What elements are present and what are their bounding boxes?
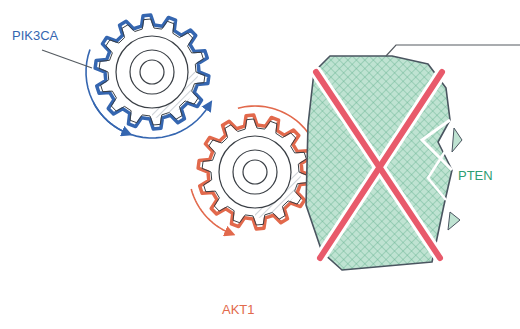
rotation-arrow xyxy=(86,49,209,138)
brake-pad-body xyxy=(306,56,452,270)
gear-ring xyxy=(140,60,164,84)
part-label: PTEN xyxy=(456,168,495,184)
gear-ring xyxy=(219,136,291,208)
cross-stroke xyxy=(320,72,442,258)
gear-hatch xyxy=(255,172,301,218)
leader-line xyxy=(386,45,520,56)
part-label: PIK3CA xyxy=(10,28,60,44)
rotation-arrow xyxy=(94,103,128,133)
gear-ring xyxy=(233,150,277,194)
gear-outline xyxy=(198,115,312,229)
rotation-arrow xyxy=(238,106,319,155)
part-label: AKT1 xyxy=(220,302,257,318)
fragment xyxy=(448,212,460,230)
fragment xyxy=(452,128,462,152)
crack xyxy=(428,150,446,200)
gear xyxy=(86,15,209,138)
brake-pad xyxy=(306,56,462,270)
gears xyxy=(86,15,319,233)
gear-inner-outline xyxy=(202,119,308,225)
leader-line xyxy=(42,50,92,68)
gear-outline xyxy=(95,15,209,129)
gear-ring xyxy=(116,36,188,108)
gear-ring xyxy=(130,50,174,94)
gear-ring xyxy=(243,160,267,184)
rotation-arrow xyxy=(191,189,230,233)
gear-inner-outline xyxy=(99,19,205,125)
gear xyxy=(191,106,319,233)
gear-hatch xyxy=(152,72,198,118)
